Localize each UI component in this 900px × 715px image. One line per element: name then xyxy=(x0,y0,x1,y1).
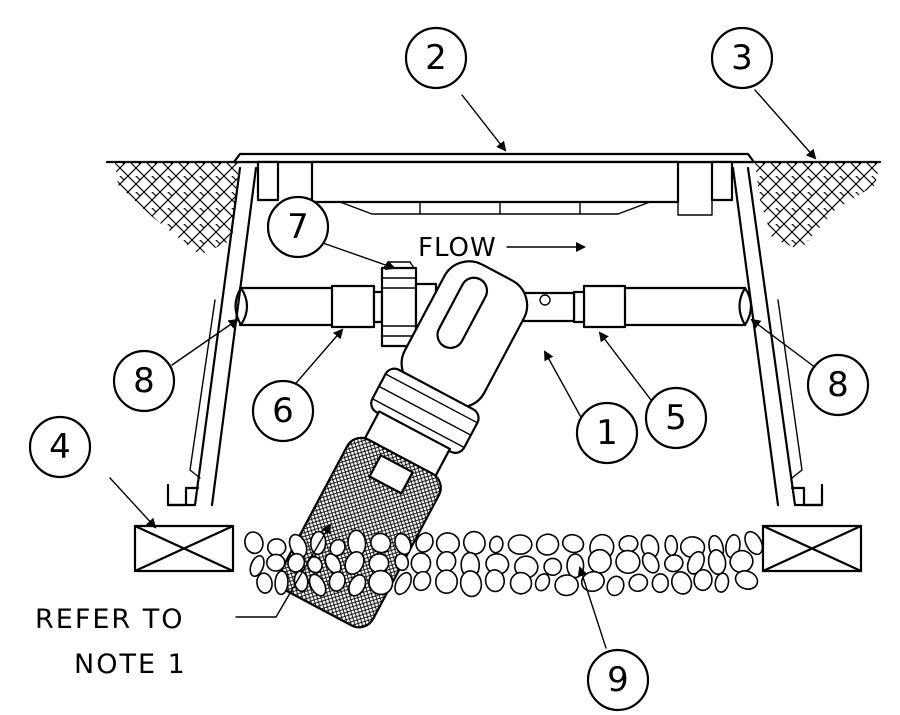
gravel-stone xyxy=(394,571,413,596)
callout-9: 9 xyxy=(586,648,650,712)
gravel-stone xyxy=(509,571,533,595)
gravel-stone xyxy=(293,570,309,593)
callout-6-label: 6 xyxy=(272,391,294,431)
note-reference: REFER TO NOTE 1 xyxy=(35,604,187,680)
gravel-stone xyxy=(707,549,727,576)
gravel-stone xyxy=(744,530,764,556)
support-block-right xyxy=(761,524,863,573)
gravel-stone xyxy=(309,530,327,556)
gravel-stone xyxy=(412,570,432,592)
gravel-stone xyxy=(370,532,392,554)
gravel-stone xyxy=(368,569,394,596)
flow-indicator: FLOW xyxy=(418,233,586,263)
callout-7-label: 7 xyxy=(287,207,309,247)
callout-3: 3 xyxy=(710,26,774,90)
gravel-stone xyxy=(410,552,432,575)
callout-8-right: 8 xyxy=(806,353,870,417)
valve-box-lid xyxy=(232,152,756,216)
gravel-stone xyxy=(348,574,367,597)
gravel-stone xyxy=(543,557,563,577)
gravel-stone xyxy=(287,552,306,573)
callout-1: 1 xyxy=(575,401,639,465)
gravel-stone xyxy=(670,571,693,595)
gravel-stone xyxy=(566,553,585,579)
callout-2: 2 xyxy=(404,26,468,90)
callout-4-label: 4 xyxy=(49,427,71,467)
gravel-stone xyxy=(641,552,660,574)
callout-7: 7 xyxy=(266,195,330,259)
gravel-stone xyxy=(249,554,265,578)
gravel-stone xyxy=(734,570,759,590)
coupling-left xyxy=(330,284,376,329)
gravel-stone xyxy=(693,568,713,592)
gravel-stone xyxy=(507,534,533,556)
note-line-2: NOTE 1 xyxy=(74,649,187,680)
gravel-stone xyxy=(274,570,289,596)
gravel-stone xyxy=(561,533,585,554)
callout-8-right-label: 8 xyxy=(827,365,849,405)
gravel-stone xyxy=(344,551,365,575)
gravel-stone xyxy=(484,569,506,593)
gravel-stone xyxy=(328,571,346,592)
gravel-stone xyxy=(394,532,412,556)
gravel-stone xyxy=(488,535,504,554)
callout-5: 5 xyxy=(644,386,708,450)
callout-3-label: 3 xyxy=(731,38,753,78)
callout-4: 4 xyxy=(28,415,92,479)
valve-box xyxy=(166,166,824,507)
gravel-stone xyxy=(394,553,410,572)
coupling-right xyxy=(572,284,627,329)
gravel-stone xyxy=(434,569,459,594)
gravel-stone xyxy=(459,570,483,598)
callout-8-left-label: 8 xyxy=(133,361,155,401)
flow-label: FLOW xyxy=(418,233,497,263)
callout-8-left: 8 xyxy=(112,349,176,413)
support-block-left xyxy=(133,524,235,573)
callout-5-label: 5 xyxy=(665,398,687,438)
pipe-left xyxy=(234,286,334,327)
pipe-right xyxy=(623,286,753,327)
gravel-stone xyxy=(587,548,612,574)
filter-assembly xyxy=(278,260,529,629)
gravel-stone xyxy=(628,573,649,593)
gravel-stone xyxy=(615,549,641,575)
gravel-stone xyxy=(266,553,286,572)
gravel-stone xyxy=(714,572,730,593)
gravel-stone xyxy=(580,570,605,593)
gravel-stone xyxy=(308,573,327,597)
gravel-stone xyxy=(651,573,670,594)
gravel-stone xyxy=(663,554,684,573)
gravel-stone xyxy=(606,575,625,597)
callout-2-label: 2 xyxy=(425,38,447,78)
callout-1-label: 1 xyxy=(596,413,618,453)
gravel-bed xyxy=(244,529,764,598)
gravel-stone xyxy=(415,532,434,553)
soil-hatch-left xyxy=(115,163,240,255)
soil-hatch-right xyxy=(755,163,880,250)
gravel-stone xyxy=(686,550,705,575)
gravel-stone xyxy=(256,572,273,594)
gravel-stone xyxy=(535,533,560,556)
gravel-stone xyxy=(554,574,579,597)
callout-9-label: 9 xyxy=(607,660,629,700)
leader-lines xyxy=(109,89,817,649)
gravel-stone xyxy=(664,534,679,557)
gravel-stone xyxy=(244,531,264,555)
note-line-1: REFER TO xyxy=(35,604,185,635)
callout-6: 6 xyxy=(251,379,315,443)
gravel-stone xyxy=(462,530,486,555)
gravel-stone xyxy=(534,573,551,592)
